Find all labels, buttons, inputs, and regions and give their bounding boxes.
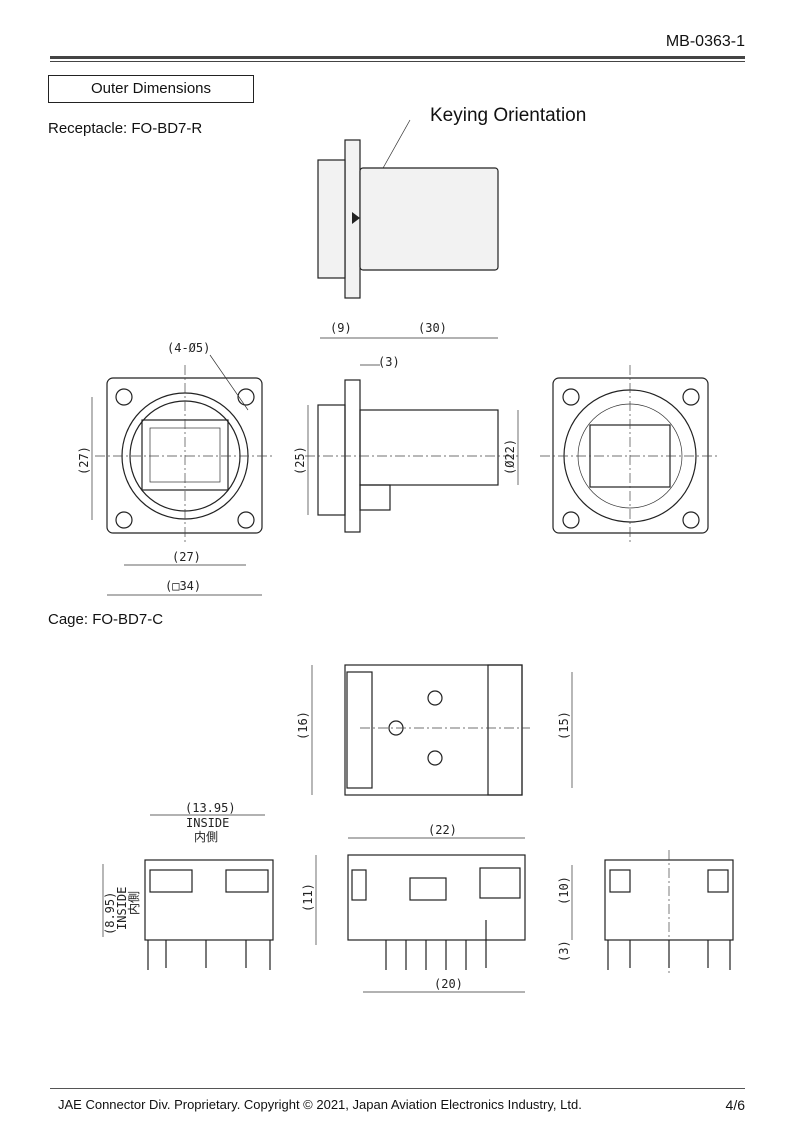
dim-inside-jp: 内側 [194, 830, 218, 844]
dim-height-pitch: (27) [77, 446, 91, 475]
header-rule-thin [50, 61, 745, 62]
receptacle-side-view: (9) (30) (3) (25) (Ø22) [293, 321, 520, 533]
receptacle-side-view-top [317, 119, 499, 299]
dim-cage-height-right: (10) [557, 876, 571, 905]
dim-width-outer: (□34) [165, 579, 201, 593]
cage-front-view: (13.95) INSIDE 内側 (8.95) INSIDE 内側 [102, 801, 274, 970]
dim-holes: (4-Ø5) [167, 341, 210, 355]
dim-cage-pin: (3) [557, 940, 571, 962]
document-number: MB-0363-1 [665, 33, 745, 50]
dim-cage-height: (11) [301, 883, 315, 912]
dim-inside-height: (8.95) [103, 892, 117, 935]
cage-rear-view [604, 850, 734, 975]
cage-side-view: (22) (11) (10) (3) (20) [301, 823, 573, 993]
receptacle-front-view: (4-Ø5) (27) (27) (□34) [77, 341, 275, 596]
dim-diameter: (Ø22) [503, 439, 517, 475]
receptacle-label: Receptacle: FO-BD7-R [48, 120, 203, 137]
dim-inside-jp-v: 内側 [127, 891, 141, 915]
dim-cage-base: (20) [434, 977, 463, 991]
footer-rule [50, 1088, 745, 1089]
section-title: Outer Dimensions [48, 75, 254, 103]
keying-callout: Keying Orientation [430, 105, 587, 126]
dim-body: (30) [418, 321, 447, 335]
receptacle-rear-view [540, 365, 720, 545]
dim-cage-length: (22) [428, 823, 457, 837]
cage-top-view: (16) (15) [296, 664, 573, 796]
dim-flange-thickness: (3) [378, 355, 400, 369]
page-number: 4/6 [725, 1097, 745, 1113]
dim-width-pitch: (27) [172, 550, 201, 564]
cage-label: Cage: FO-BD7-C [48, 611, 164, 628]
dim-cage-top-left: (16) [296, 711, 310, 740]
dim-inside-label: INSIDE [186, 816, 229, 830]
dim-inside-width: (13.95) [185, 801, 236, 815]
dim-inside-label-v: INSIDE [115, 887, 129, 930]
dim-height-side: (25) [293, 446, 307, 475]
footer-copyright: JAE Connector Div. Proprietary. Copyrigh… [58, 1097, 582, 1112]
dim-flange: (9) [330, 321, 352, 335]
header-rule [50, 56, 745, 59]
dim-cage-top-right: (15) [557, 711, 571, 740]
